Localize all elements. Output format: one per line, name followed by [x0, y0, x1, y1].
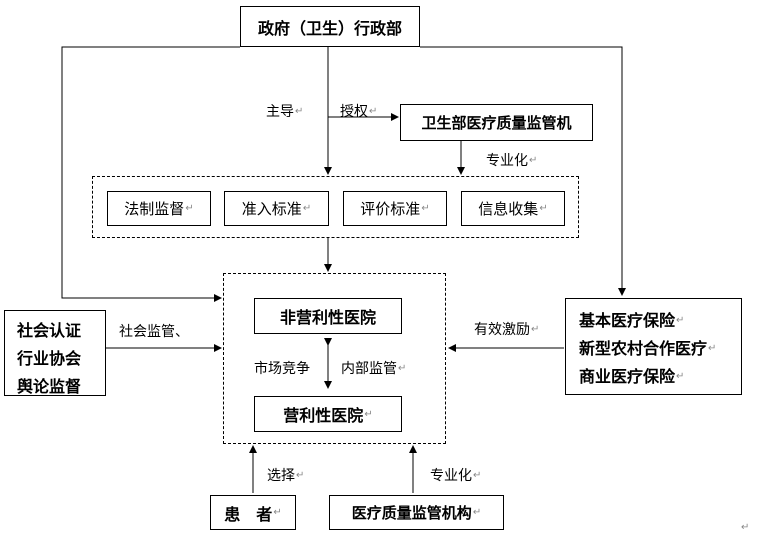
nonprofit-text: 非营利性医院: [279, 308, 376, 327]
eval-node: 评价标准↵: [343, 191, 447, 226]
label-professional-bottom: 专业化↵: [430, 468, 482, 484]
law-node: 法制监督↵: [107, 191, 211, 226]
label-professional-top: 专业化↵: [486, 153, 538, 169]
trailing-paragraph-mark: ↵: [741, 522, 750, 533]
paragraph-mark: ↵: [421, 203, 430, 214]
social-line-1: 社会认证: [17, 321, 82, 340]
access-text: 准入标准: [241, 200, 302, 218]
insurance-line-3: 商业医疗保险↵: [579, 367, 685, 386]
eval-text: 评价标准: [360, 200, 421, 218]
gov-node: 政府（卫生）行政部: [240, 6, 420, 47]
patient-node: 患 者↵: [210, 495, 296, 530]
paragraph-mark: ↵: [302, 203, 312, 214]
info-text: 信息收集: [478, 200, 539, 218]
nonprofit-node: 非营利性医院: [254, 298, 402, 334]
profit-text: 营利性医院: [283, 406, 364, 425]
info-node: 信息收集↵: [461, 191, 565, 226]
paragraph-mark: ↵: [273, 507, 282, 518]
hospital-group: [223, 273, 446, 444]
label-competition: 市场竞争: [254, 361, 310, 377]
arrow-gov-right-loop: [420, 46, 626, 296]
qc-org-node: 医疗质量监管机构↵: [329, 495, 504, 530]
moh-qc-node: 卫生部医疗质量监管机: [400, 104, 593, 141]
standards-group: [92, 176, 579, 238]
qc-org-text: 医疗质量监管机构: [351, 504, 472, 522]
label-social-supervise: 社会监管、: [119, 324, 189, 340]
insurance-line-2: 新型农村合作医疗↵: [579, 339, 717, 358]
label-incentive: 有效激励↵: [474, 322, 540, 338]
social-line-2: 行业协会: [17, 349, 82, 368]
social-node: 社会认证 行业协会 舆论监督: [4, 310, 106, 396]
label-choose: 选择↵: [267, 468, 305, 484]
profit-node: 营利性医院↵: [254, 396, 402, 432]
insurance-line-1: 基本医疗保险↵: [579, 311, 685, 330]
paragraph-mark: ↵: [472, 507, 482, 518]
social-line-3: 舆论监督: [17, 377, 82, 396]
label-internal: 内部监管↵: [341, 361, 407, 377]
paragraph-mark: ↵: [364, 408, 373, 420]
paragraph-mark: ↵: [539, 203, 548, 214]
patient-text: 患 者: [224, 504, 273, 524]
label-lead: 主导↵: [266, 104, 304, 120]
moh-qc-text: 卫生部医疗质量监管机: [421, 114, 572, 132]
arrow-gov-left-loop: [61, 46, 240, 302]
paragraph-mark: ↵: [185, 203, 194, 214]
gov-text: 政府（卫生）行政部: [257, 18, 402, 38]
insurance-node: 基本医疗保险↵ 新型农村合作医疗↵ 商业医疗保险↵: [565, 298, 742, 395]
label-authorize: 授权↵: [340, 104, 378, 120]
access-node: 准入标准↵: [224, 191, 329, 226]
law-text: 法制监督: [124, 200, 185, 218]
